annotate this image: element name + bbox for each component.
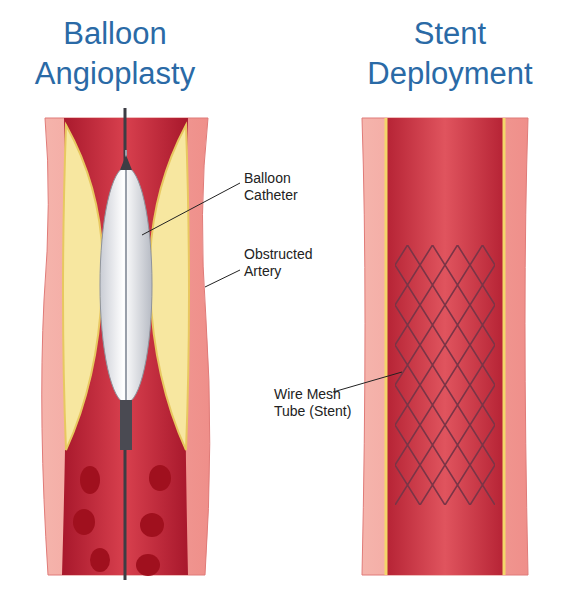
part-label: Balloon Catheter xyxy=(244,170,324,204)
part-label: Wire Mesh Tube (Stent) xyxy=(274,386,356,420)
section-title: Stent Deployment xyxy=(345,14,555,94)
section-title: Balloon Angioplasty xyxy=(10,14,220,94)
part-label: Obstructed Artery xyxy=(244,246,324,280)
